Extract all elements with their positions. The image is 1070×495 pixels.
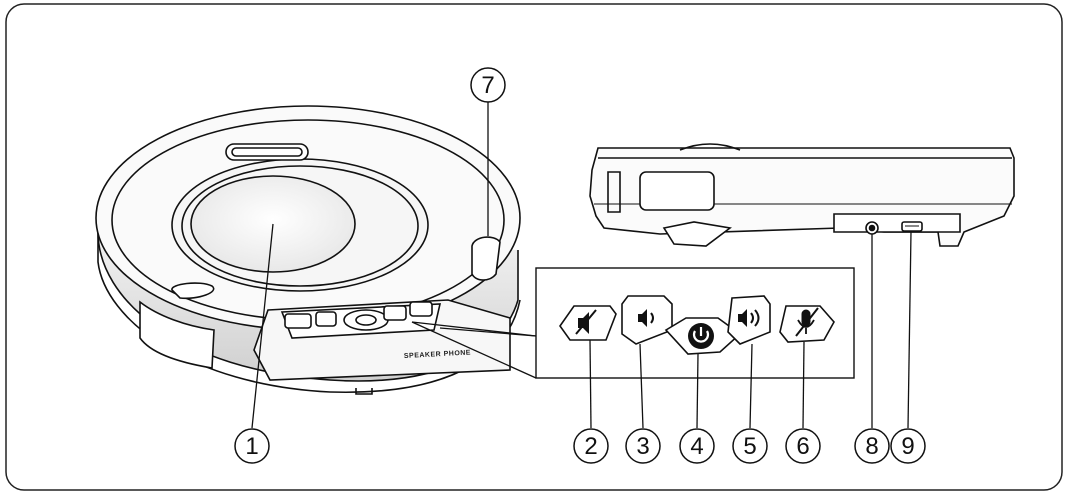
side-indicator [471, 236, 501, 281]
svg-text:6: 6 [796, 433, 809, 460]
callout-6: 6 [785, 428, 821, 464]
callout-8: 8 [854, 428, 890, 464]
speakerphone-side-view [589, 143, 1015, 247]
leader-lines [251, 102, 537, 429]
button-leaders [589, 339, 805, 429]
callout-9: 9 [890, 428, 926, 464]
svg-text:7: 7 [481, 72, 494, 99]
volume-down-icon [638, 309, 654, 327]
power-icon [688, 323, 714, 349]
mic-mute-icon [795, 307, 819, 337]
svg-text:5: 5 [743, 433, 756, 460]
port-leaders [871, 231, 912, 429]
volume-up-icon [738, 309, 760, 327]
callout-5: 5 [732, 428, 768, 464]
front-label: SPEAKER PHONE [404, 349, 471, 360]
callout-4: 4 [679, 428, 715, 464]
callout-3: 3 [625, 428, 661, 464]
svg-text:4: 4 [690, 433, 703, 460]
callout-7: 7 [470, 67, 506, 103]
callout-1: 1 [234, 428, 270, 464]
svg-text:1: 1 [245, 433, 258, 460]
svg-text:2: 2 [584, 433, 597, 460]
svg-text:3: 3 [636, 433, 649, 460]
speaker-mute-icon [575, 309, 597, 335]
callout-2: 2 [573, 428, 609, 464]
svg-text:8: 8 [865, 433, 878, 460]
diagram-frame [5, 3, 1063, 491]
control-panel-box [535, 267, 855, 379]
svg-text:9: 9 [901, 433, 914, 460]
